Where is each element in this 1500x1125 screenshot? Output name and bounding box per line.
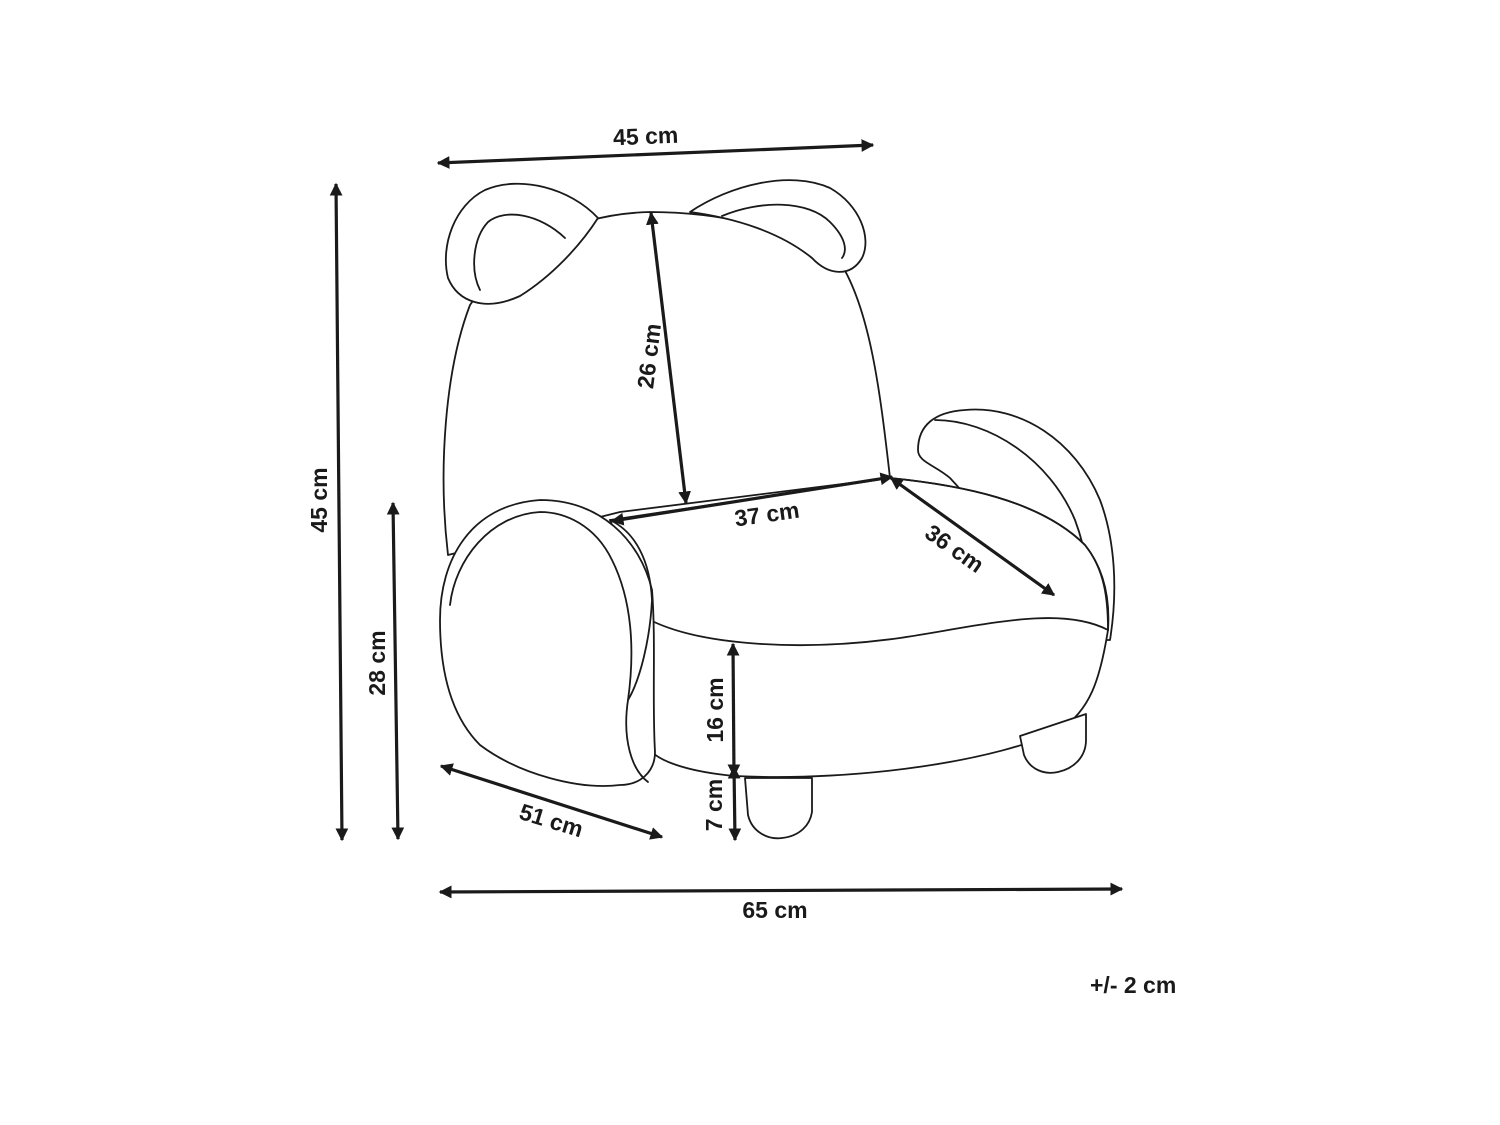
total-height-arrow [329,182,349,842]
left-armrest-front [449,511,633,701]
seat-width-arrow [610,472,894,526]
top-width-label: 45 cm [613,122,679,151]
left-armrest-side [609,519,653,783]
backrest-height-arrow [646,211,691,505]
left-ear-outline [444,182,599,305]
total-width-arrow [438,882,1124,899]
tolerance-note: +/- 2 cm [1090,972,1177,998]
armrest-height-arrow [386,501,405,841]
front-leg [744,777,813,840]
total-width-label: 65 cm [742,897,807,923]
left-armrest-outline [439,499,656,787]
top-width-arrow [436,139,875,169]
armrest-height-label: 28 cm [364,630,390,695]
left-ear-inner [473,213,566,291]
leg-height-label: 7 cm [701,779,727,831]
right-ear-outline [689,179,867,273]
total-height-label: 45 cm [306,467,332,532]
right-ear-inner [721,203,846,259]
seat-depth-arrow [889,476,1056,597]
depth-label: 51 cm [516,798,586,842]
seat-front-edge [649,617,1109,647]
depth-arrow [439,763,664,840]
dimension-labels: 45 cm 45 cm 28 cm 26 cm 37 cm 36 cm 16 c… [306,122,989,923]
back-leg [1019,713,1087,774]
seat-thickness-arrow [726,642,741,778]
leg-height-arrow [727,765,742,842]
dimension-lines [329,139,1124,899]
seat-thickness-label: 16 cm [702,677,728,742]
